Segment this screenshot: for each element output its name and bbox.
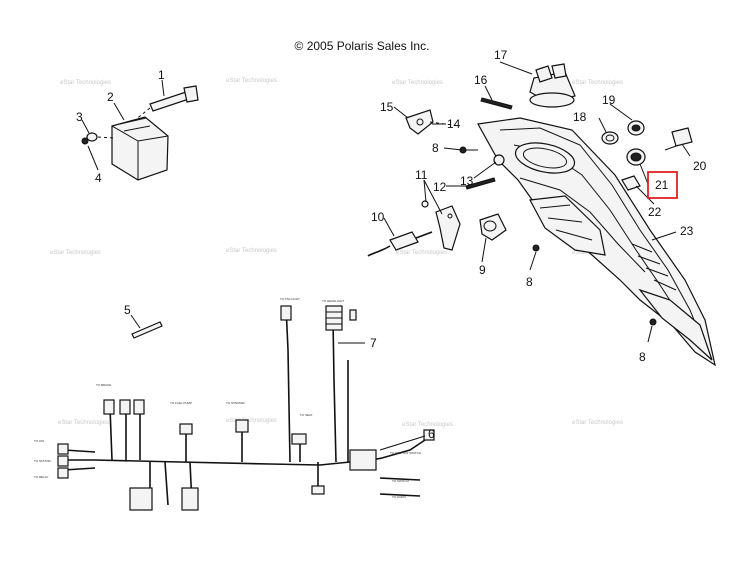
callout-12: 12 (433, 180, 447, 194)
connector (280, 305, 292, 321)
callout-19: 19 (602, 93, 616, 107)
svg-text:TO SWITCH: TO SWITCH (392, 479, 409, 483)
wiring-harness: TO TAILLIGHT TO HEADLIGHT TO BRAKE TO FU… (34, 297, 435, 511)
watermark: eStar Technologies (226, 248, 277, 254)
svg-text:TO FUEL PUMP: TO FUEL PUMP (170, 401, 192, 405)
svg-text:TO HEADLIGHT: TO HEADLIGHT (322, 299, 344, 303)
gauge-housing (514, 142, 576, 174)
connector (57, 443, 69, 455)
watermark: eStar Technologies (50, 250, 101, 256)
callout-numbers: 1 2 3 4 5 6 7 8 8 8 9 10 11 12 13 14 15 … (76, 48, 707, 441)
callout-1: 1 (158, 68, 165, 82)
callout-21: 21 (655, 178, 669, 192)
connector (349, 309, 357, 321)
svg-text:TO HORN: TO HORN (392, 495, 406, 499)
connector (179, 423, 193, 435)
callout-23: 23 (680, 224, 694, 238)
svg-text:TO IGNITION SWITCH: TO IGNITION SWITCH (390, 451, 421, 455)
svg-text:TO RELAY: TO RELAY (34, 475, 49, 479)
copyright-text: © 2005 Polaris Sales Inc. (295, 39, 430, 53)
callout-17: 17 (494, 48, 508, 62)
connector (235, 419, 249, 433)
watermark: eStar Technologies (226, 78, 277, 84)
callout-14: 14 (447, 117, 461, 131)
svg-text:TO STARTER: TO STARTER (226, 401, 246, 405)
callout-2: 2 (107, 90, 114, 104)
callout-9: 9 (479, 263, 486, 277)
svg-text:TO TAILLIGHT: TO TAILLIGHT (280, 297, 300, 301)
callout-20: 20 (693, 159, 707, 173)
connector (423, 429, 435, 441)
nut-part (81, 137, 89, 145)
callout-5: 5 (124, 303, 131, 317)
module-body (111, 116, 169, 181)
callout-8: 8 (639, 350, 646, 364)
connector (119, 399, 131, 415)
watermark: eStar Technologies (402, 422, 453, 428)
bolt-part (149, 91, 190, 112)
callout-16: 16 (474, 73, 488, 87)
callout-8: 8 (526, 275, 533, 289)
svg-text:TO SEAT: TO SEAT (300, 413, 313, 417)
connector (291, 433, 307, 445)
callout-7: 7 (370, 336, 377, 350)
watermark: eStar Technologies (572, 420, 623, 426)
callout-15: 15 (380, 100, 394, 114)
highlight-box (647, 171, 678, 199)
callout-11: 11 (415, 168, 428, 182)
callout-8: 8 (432, 141, 439, 155)
watermark: eStar Technologies (396, 250, 447, 256)
svg-text:TO STATOR: TO STATOR (34, 459, 51, 463)
headlight-pod (367, 61, 716, 367)
washer-18 (601, 131, 619, 145)
module-assembly (81, 79, 199, 181)
watermark: eStar Technologies (60, 80, 111, 86)
bolt-head (183, 85, 199, 103)
switch-11 (435, 205, 461, 251)
connector (133, 399, 145, 415)
callout-3: 3 (76, 110, 83, 124)
connector (129, 487, 153, 511)
connector (311, 485, 325, 495)
watermark: eStar Technologies (58, 420, 109, 426)
washer-part (86, 132, 98, 142)
callout-18: 18 (573, 110, 587, 124)
callout-13: 13 (460, 174, 474, 188)
callout-22: 22 (648, 205, 662, 219)
connector (349, 449, 377, 471)
callout-6: 6 (428, 427, 435, 441)
connector (103, 399, 115, 415)
svg-text:TO CDI: TO CDI (34, 439, 44, 443)
callout-4: 4 (95, 171, 102, 185)
connector (57, 455, 69, 467)
fastener-5 (130, 314, 163, 339)
connector (181, 487, 199, 511)
callout-10: 10 (371, 210, 385, 224)
svg-text:TO BRAKE: TO BRAKE (96, 383, 111, 387)
connector (57, 467, 69, 479)
watermark: eStar Technologies (226, 418, 277, 424)
watermark: eStar Technologies (572, 80, 623, 86)
watermark: eStar Technologies (392, 80, 443, 86)
